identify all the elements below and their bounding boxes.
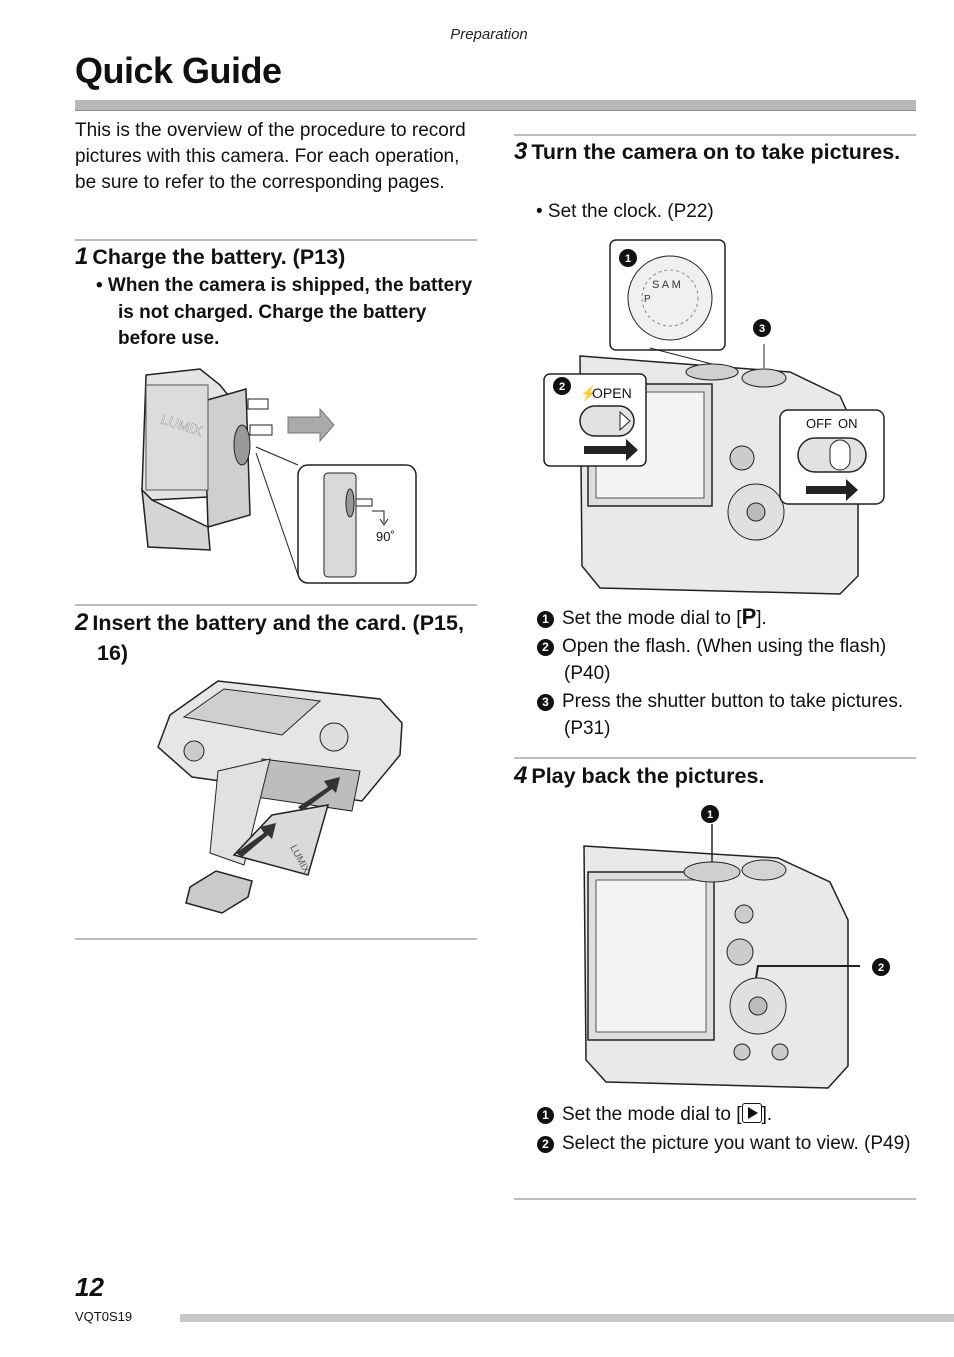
marker-1: 1 [625,253,631,265]
page-title: Quick Guide [75,50,282,91]
divider [514,1198,916,1200]
charger-illustration: LUMIX 90˚ [141,368,417,584]
camera-playback-illustration: 1 2 [583,805,890,1089]
intro-text: This is the overview of the procedure to… [75,120,466,193]
step-title: Charge the battery. (P13) [92,245,346,269]
marker: 1 [537,611,554,628]
divider [514,134,916,136]
step-title: Turn the camera on to take pictures. [531,140,901,164]
switch-off-label: OFF [806,416,832,431]
program-mode-symbol: P [741,604,757,629]
footer-rule [180,1314,954,1322]
divider [514,757,916,759]
divider [75,938,477,940]
svg-text:⚡: ⚡ [580,385,597,402]
switch-on-label: ON [838,416,858,431]
step-number: 2 [75,609,89,636]
step-1-note: • When the camera is shipped, the batter… [96,275,473,349]
flash-open-label: OPEN [592,385,632,401]
play-icon [741,1103,762,1123]
marker: 1 [537,1107,554,1124]
document-code: VQT0S19 [75,1309,133,1324]
step-number: 4 [514,762,528,789]
divider [75,604,477,606]
step-number: 3 [514,138,528,165]
marker-1: 1 [707,809,713,821]
step-number: 1 [75,243,89,270]
camera-power-illustration: S A M P 1 3 2 ⚡ OPEN OFF ON [543,239,885,595]
page-number: 12 [75,1272,104,1302]
step-title: Insert the battery and the card. (P15, 1… [92,611,464,665]
marker: 3 [537,694,554,711]
marker: 2 [537,1136,554,1153]
marker: 2 [537,639,554,656]
title-rule [75,100,916,111]
step-title: Play back the pictures. [531,764,765,788]
svg-text:P: P [644,294,651,305]
marker-3: 3 [759,323,765,335]
step-3-note: • Set the clock. (P22) [536,201,714,222]
marker-2: 2 [878,962,884,974]
marker-2: 2 [559,381,565,393]
svg-text:S A M: S A M [652,279,681,291]
battery-card-illustration: LUMIX [157,680,403,914]
section-label: Preparation [450,26,528,43]
divider [75,239,477,241]
angle-label: 90˚ [376,529,395,544]
